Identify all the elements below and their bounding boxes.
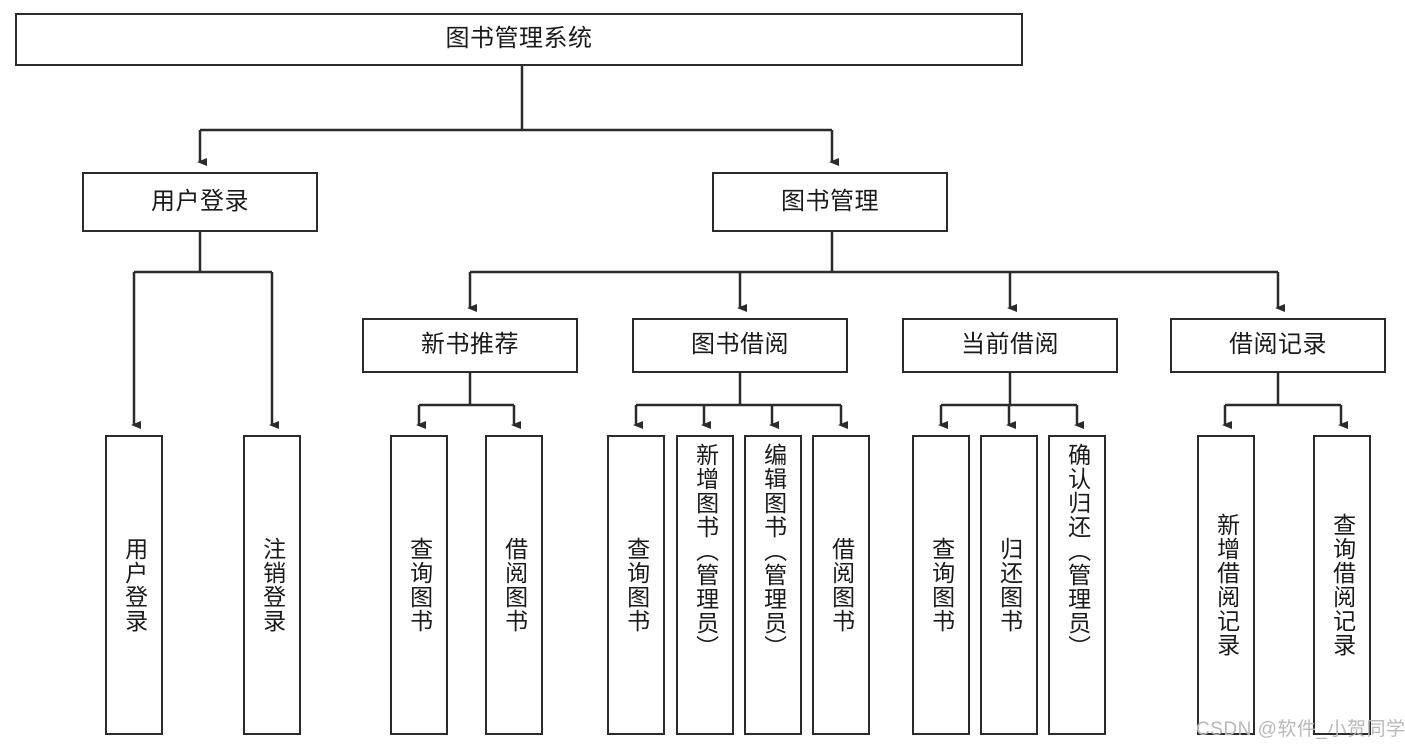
leaf-query-book-borrow-label: 查询图书 [623,537,650,633]
leaf-borrow-book-recommend[interactable]: 借阅图书 [485,435,543,735]
leaf-query-borrow-record-label: 查询借阅记录 [1329,513,1356,657]
leaf-edit-book-admin[interactable]: 编辑图书（管理员） [744,435,802,735]
node-current-borrow[interactable]: 当前借阅 [902,318,1118,373]
leaf-add-borrow-record[interactable]: 新增借阅记录 [1197,435,1255,735]
node-user-login[interactable]: 用户登录 [82,172,318,232]
leaf-edit-book-admin-label: 编辑图书（管理员） [760,443,787,659]
leaf-add-book-admin[interactable]: 新增图书（管理员） [676,435,734,735]
leaf-query-book-current-label: 查询图书 [928,537,955,633]
leaf-logout-label: 注销登录 [259,537,286,633]
leaf-confirm-return-admin[interactable]: 确认归还（管理员） [1048,435,1106,735]
node-root-label: 图书管理系统 [445,25,593,53]
node-new-book-recommend[interactable]: 新书推荐 [362,318,578,373]
leaf-query-book-current[interactable]: 查询图书 [912,435,970,735]
leaf-return-book-label: 归还图书 [996,537,1023,633]
leaf-query-book-recommend[interactable]: 查询图书 [390,435,448,735]
leaf-add-book-admin-label: 新增图书（管理员） [692,443,719,659]
node-user-login-label: 用户登录 [151,187,249,215]
node-borrow-records[interactable]: 借阅记录 [1170,318,1386,373]
node-book-borrow-label: 图书借阅 [691,331,789,359]
leaf-add-borrow-record-label: 新增借阅记录 [1213,513,1240,657]
node-book-borrow[interactable]: 图书借阅 [632,318,848,373]
leaf-logout[interactable]: 注销登录 [243,435,301,735]
leaf-borrow-book-recommend-label: 借阅图书 [501,537,528,633]
node-new-book-recommend-label: 新书推荐 [421,331,519,359]
csdn-watermark: CSDN @软件_小贺同学 [1196,719,1405,740]
node-book-management-label: 图书管理 [781,187,879,215]
leaf-confirm-return-admin-label: 确认归还（管理员） [1064,443,1091,659]
leaf-query-book-borrow[interactable]: 查询图书 [607,435,665,735]
leaf-query-book-recommend-label: 查询图书 [406,537,433,633]
leaf-user-login-label: 用户登录 [121,537,148,633]
node-root[interactable]: 图书管理系统 [15,13,1023,66]
leaf-borrow-book-label: 借阅图书 [828,537,855,633]
node-book-management[interactable]: 图书管理 [712,172,948,232]
leaf-return-book[interactable]: 归还图书 [980,435,1038,735]
node-borrow-records-label: 借阅记录 [1229,331,1327,359]
leaf-user-login[interactable]: 用户登录 [105,435,163,735]
leaf-query-borrow-record[interactable]: 查询借阅记录 [1313,435,1371,735]
node-current-borrow-label: 当前借阅 [961,331,1059,359]
leaf-borrow-book[interactable]: 借阅图书 [812,435,870,735]
